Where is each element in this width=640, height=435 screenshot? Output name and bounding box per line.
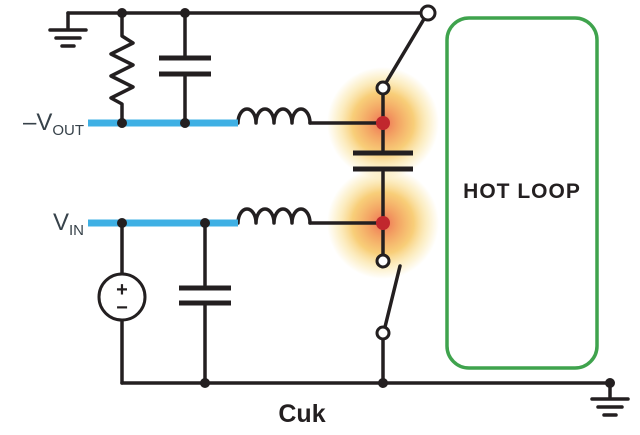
junction-dot [200,378,210,388]
top-switch-blade [385,17,426,83]
vout-label-main: –V [23,109,52,136]
load-resistor [109,11,135,125]
bottom-switch-blade [383,264,402,329]
junction-dot [117,8,127,18]
hot-node-bottom [376,216,390,230]
hot-node-top [376,116,390,130]
source-plus-sign: + [116,279,128,301]
output-capacitor-plates [159,55,211,77]
junction-dot [117,218,127,228]
hot-loop-outline [445,16,599,370]
bottom-switch-terminal [375,325,391,341]
junction-dot [605,378,615,388]
junction-dots [117,8,615,388]
bottom-switch-contact [375,253,391,269]
vin-net-label: VIN [53,209,84,239]
top-left-ground-icon [48,11,88,48]
input-inductor [236,207,312,225]
output-inductor [236,107,312,125]
figure-caption: Cuk [278,400,325,428]
junction-dot [180,8,190,18]
top-switch-contact [375,80,391,96]
input-capacitor-plates [179,285,231,306]
bottom-right-ground-icon [590,381,630,417]
source-minus-sign: − [116,297,128,319]
vin-label-sub: IN [69,222,84,239]
junction-dot [180,118,190,128]
vin-label-main: V [53,209,69,236]
junction-dot [378,378,388,388]
junction-dot [200,218,210,228]
highlighted-traces [88,119,238,227]
voltage-source-icon [97,272,147,322]
coupling-capacitor-plates [353,150,413,172]
top-switch-terminal [419,4,437,22]
junction-dot [117,118,127,128]
vout-net-label: –VOUT [23,109,84,139]
hot-loop-label: HOT LOOP [463,180,581,203]
capacitor-plates [159,55,413,306]
vout-label-sub: OUT [52,122,84,139]
